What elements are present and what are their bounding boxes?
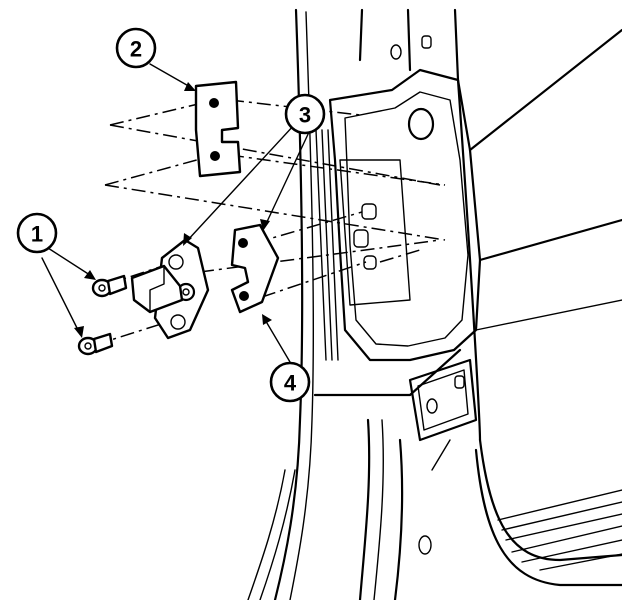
sill-hole <box>418 535 432 555</box>
striker-slot-mid <box>353 229 369 248</box>
callout-1: 1 <box>16 212 58 254</box>
striker-slot-top <box>361 203 377 220</box>
pillar-hole <box>390 44 402 60</box>
door-pillar-structure <box>247 8 622 600</box>
bolt-upper <box>91 274 128 298</box>
lower-hole <box>426 398 438 414</box>
lower-slot <box>454 375 465 389</box>
striker-bolt-hole-bottom <box>170 314 186 330</box>
shim-plate-upper <box>194 80 242 178</box>
callout-3: 3 <box>284 93 326 135</box>
mounting-bolts <box>77 274 128 356</box>
shim-hole-top <box>209 98 219 108</box>
callout-3-label: 3 <box>299 103 311 128</box>
lower-shim-hole-bottom <box>239 291 249 301</box>
callout-4-label: 4 <box>284 371 297 396</box>
shim-hole-bottom <box>210 151 220 161</box>
shim-plate-lower <box>230 223 280 314</box>
pillar-slot <box>421 35 432 49</box>
leader-lines <box>41 63 311 363</box>
lower-shim-hole-top <box>238 238 248 248</box>
striker-slot-bottom <box>363 255 377 270</box>
striker-bolt-hole-top <box>168 254 184 270</box>
callout-1-label: 1 <box>31 222 43 247</box>
callout-2: 2 <box>115 27 157 69</box>
door-striker <box>130 238 210 340</box>
callout-2-label: 2 <box>130 37 142 62</box>
callout-4: 4 <box>269 361 311 403</box>
bolt-lower <box>77 332 114 356</box>
pillar-boss <box>407 107 435 141</box>
